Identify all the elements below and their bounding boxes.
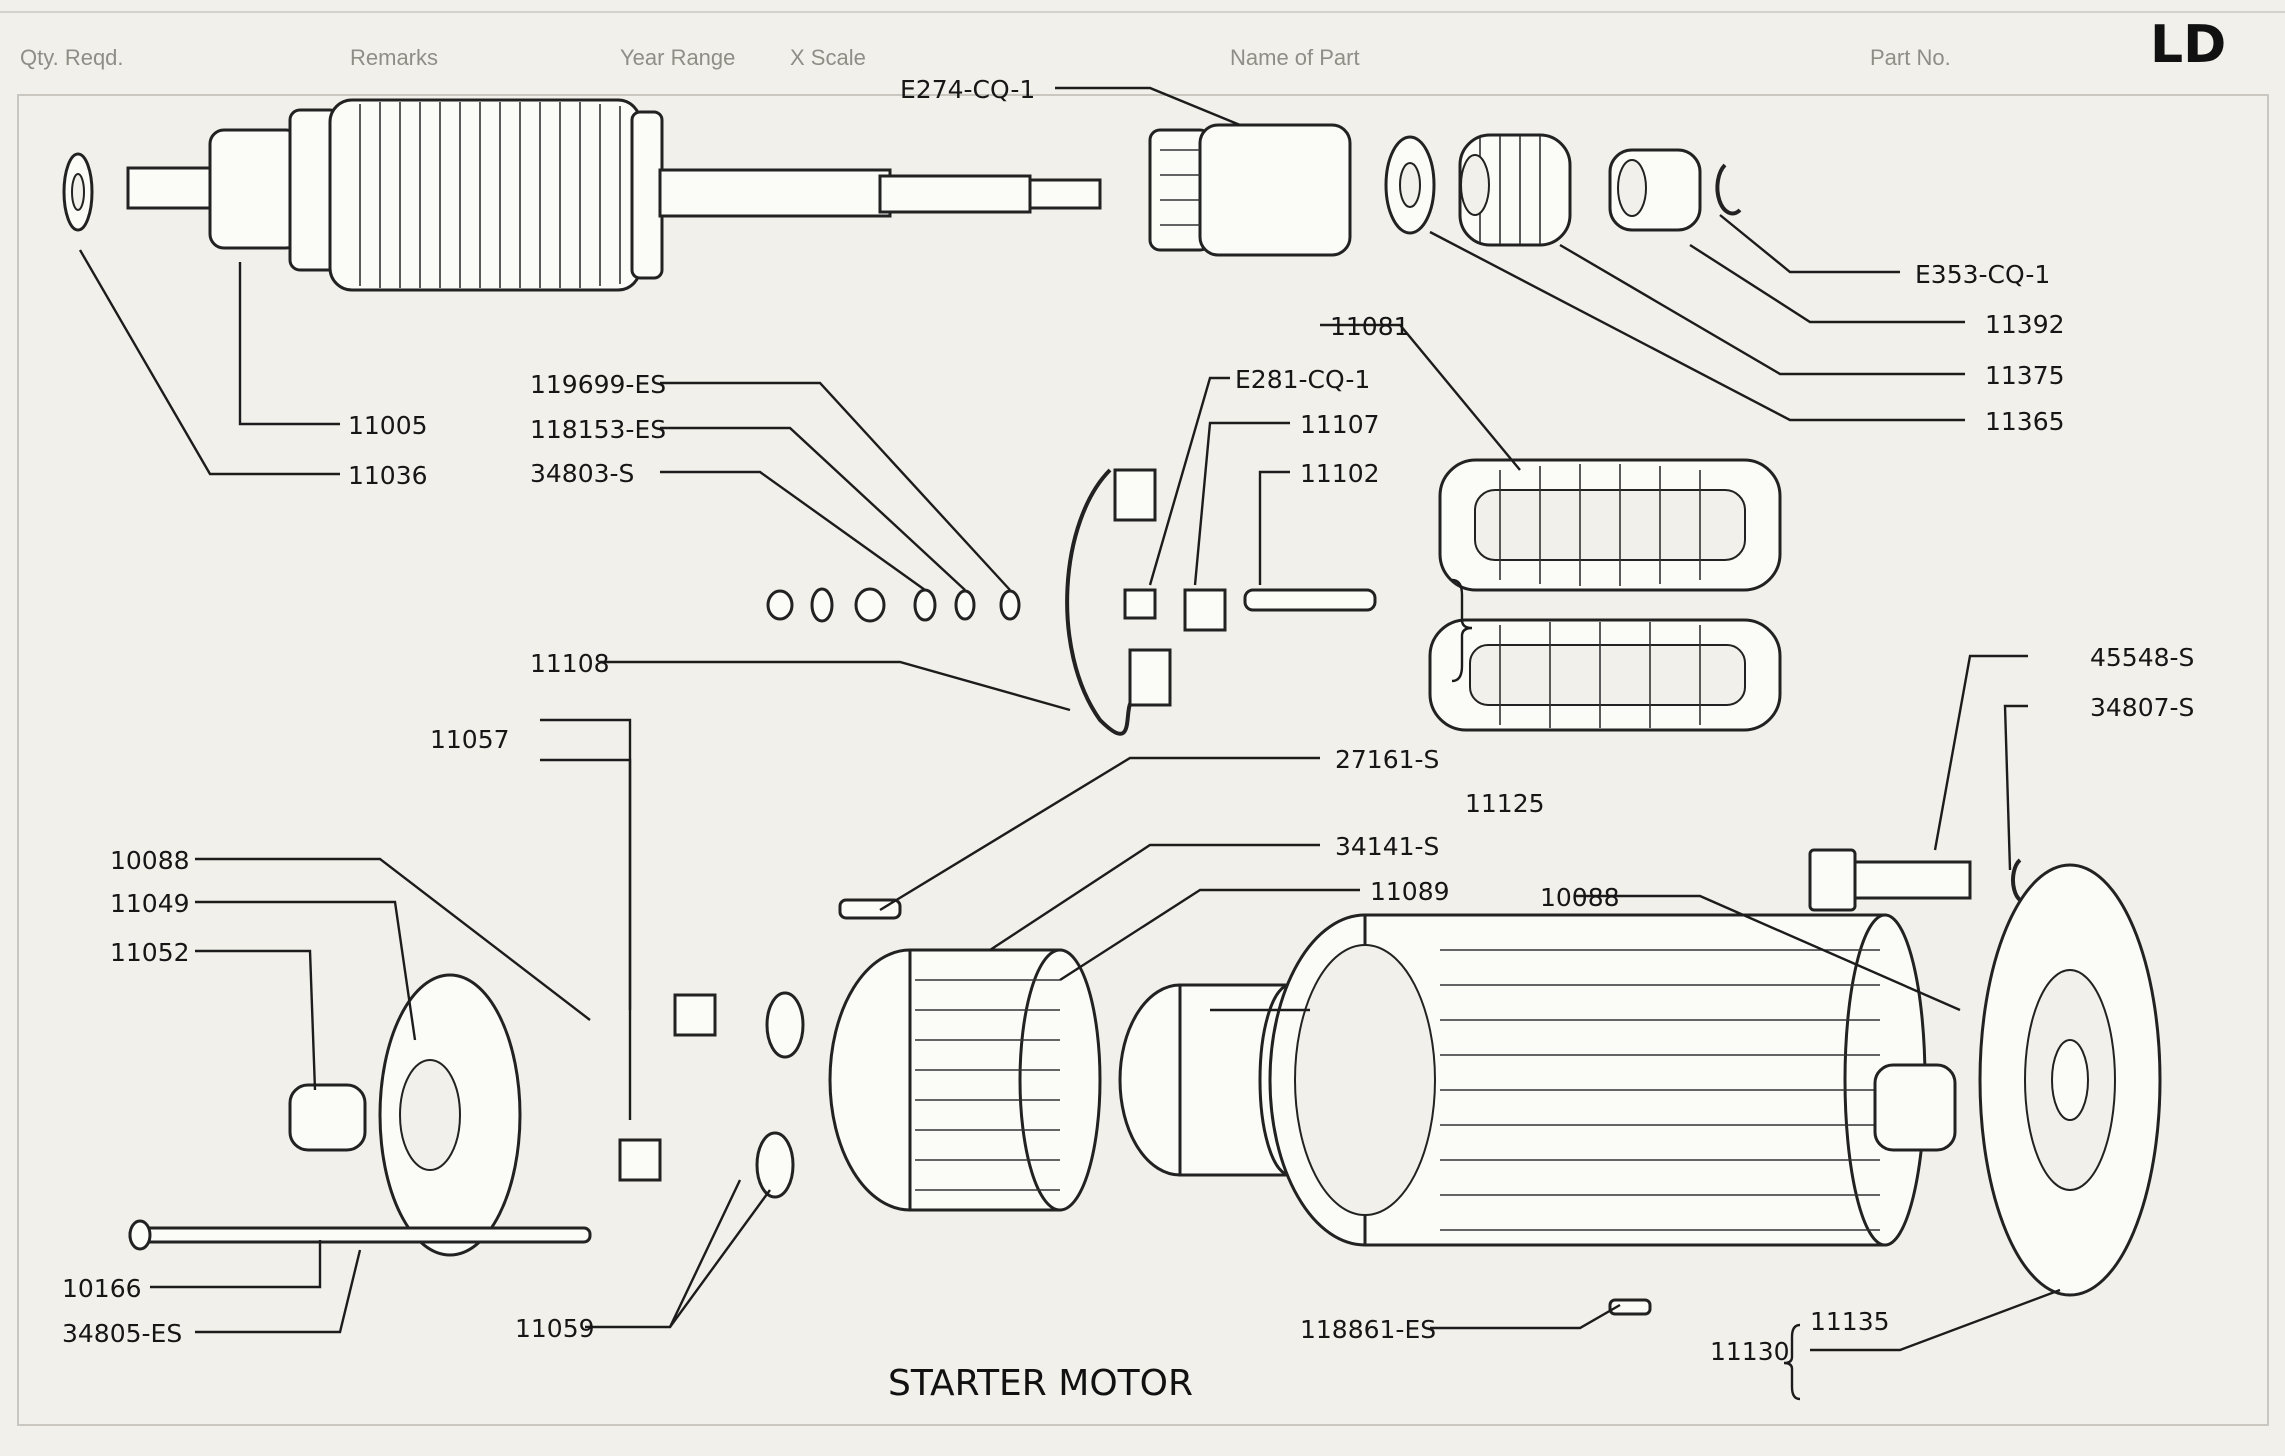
label-11365: 11365 <box>1985 407 2065 436</box>
label-10166: 10166 <box>62 1274 142 1303</box>
sheet-code: LD <box>2150 15 2226 75</box>
label-34805-es: 34805-ES <box>62 1319 182 1348</box>
callout-labels: 11005 11036 E274-CQ-1 E353-CQ-1 11392 11… <box>62 75 2194 1366</box>
col-year-range: Year Range <box>620 45 735 70</box>
label-11049: 11049 <box>110 889 190 918</box>
cap-screw-drawing <box>1808 848 2032 912</box>
label-10088-right: 10088 <box>1540 883 1620 912</box>
label-e281-cq-1: E281-CQ-1 <box>1235 365 1370 394</box>
field-coil-drawing <box>1428 458 1782 732</box>
leader-lines <box>78 86 2061 1401</box>
label-34803-s: 34803-S <box>530 459 634 488</box>
brush-lead-drawing <box>1065 468 1377 736</box>
label-119699-es: 119699-ES <box>530 370 666 399</box>
field-frame-drawing <box>1268 913 1927 1247</box>
label-e353-cq-1: E353-CQ-1 <box>1915 260 2050 289</box>
label-11089: 11089 <box>1370 877 1450 906</box>
label-118861-es: 118861-ES <box>1300 1315 1436 1344</box>
label-11108: 11108 <box>530 649 610 678</box>
col-name-of-part: Name of Part <box>1230 45 1360 70</box>
commutator-end-plate-drawing <box>128 973 805 1257</box>
col-scale: X Scale <box>790 45 866 70</box>
drive-end-drawing <box>1608 863 2162 1316</box>
label-11392: 11392 <box>1985 310 2065 339</box>
label-11102: 11102 <box>1300 459 1380 488</box>
label-11135: 11135 <box>1810 1307 1890 1336</box>
label-11036: 11036 <box>348 461 428 490</box>
cover-band-drawing <box>828 898 1322 1212</box>
col-part-no: Part No. <box>1870 45 1951 70</box>
label-45548-s: 45548-S <box>2090 643 2194 672</box>
background-column-headers: Part No. Name of Part X Scale Year Range… <box>20 45 1951 70</box>
col-qty: Qty. Reqd. <box>20 45 124 70</box>
label-34141-s: 34141-S <box>1335 832 1439 861</box>
label-11059: 11059 <box>515 1314 595 1343</box>
drive-spring-stack-drawing <box>1384 133 1742 247</box>
label-e274-cq-1: E274-CQ-1 <box>900 75 1035 104</box>
label-27161-s: 27161-S <box>1335 745 1439 774</box>
nut-washer-row-drawing <box>766 587 1021 623</box>
drive-pinion-drawing <box>1148 123 1352 257</box>
label-11057: 11057 <box>430 725 510 754</box>
armature-drawing <box>62 98 1102 292</box>
label-10088-left: 10088 <box>110 846 190 875</box>
label-34807-s: 34807-S <box>2090 693 2194 722</box>
page-frame <box>17 94 2269 1426</box>
label-11052: 11052 <box>110 938 190 967</box>
label-11107: 11107 <box>1300 410 1380 439</box>
col-remarks: Remarks <box>350 45 438 70</box>
label-11081: 11081 <box>1330 312 1410 341</box>
label-11125: 11125 <box>1465 789 1545 818</box>
label-11375: 11375 <box>1985 361 2065 390</box>
diagram-caption: STARTER MOTOR <box>888 1363 1193 1404</box>
label-11005: 11005 <box>348 411 428 440</box>
label-11130: 11130 <box>1710 1337 1790 1366</box>
label-118153-es: 118153-ES <box>530 415 666 444</box>
